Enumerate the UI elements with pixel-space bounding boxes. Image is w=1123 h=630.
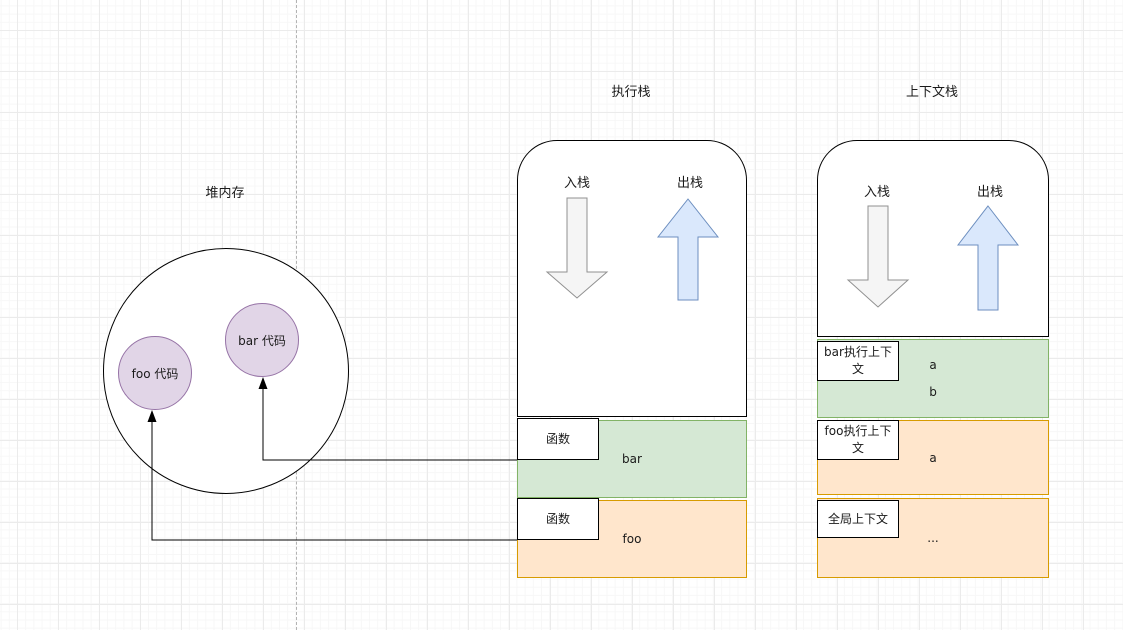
ctx-frame-global-tag[interactable]: 全局上下文	[817, 500, 899, 538]
ctx-push-label: 入栈	[863, 185, 891, 200]
ctx-frame-foo-var-a: a	[929, 450, 937, 465]
exec-frame-foo-value: foo	[622, 532, 642, 546]
ctx-pop-arrow-icon	[956, 205, 1020, 311]
ctx-frame-global-value: ...	[927, 531, 939, 545]
ctx-push-arrow-icon	[846, 205, 910, 308]
ctx-frame-bar-tag-label: bar执行上下文	[824, 345, 892, 376]
bar-code-node[interactable]: bar 代码	[225, 303, 299, 377]
ctx-pop-label: 出栈	[976, 185, 1004, 200]
ctx-frame-foo-tag-label: foo执行上下文	[824, 424, 892, 455]
exec-push-label: 入栈	[563, 176, 591, 191]
exec-frame-bar-value: bar	[622, 452, 642, 466]
exec-frame-bar-tag-label: 函数	[545, 431, 570, 446]
execution-stack-title: 执行栈	[611, 85, 651, 100]
exec-frame-foo-tag[interactable]: 函数	[517, 498, 599, 540]
context-stack-title: 上下文栈	[905, 85, 959, 100]
foo-code-label: foo 代码	[131, 366, 179, 381]
exec-pop-label: 出栈	[676, 176, 704, 191]
ctx-frame-bar-var-b: b	[929, 385, 937, 399]
ctx-frame-bar-tag[interactable]: bar执行上下文	[817, 341, 899, 381]
exec-frame-foo-tag-label: 函数	[545, 511, 570, 526]
ctx-frame-global-tag-label: 全局上下文	[827, 511, 888, 526]
heap-title: 堆内存	[205, 186, 245, 201]
exec-pop-arrow-icon	[656, 198, 720, 301]
ctx-frame-foo-tag[interactable]: foo执行上下文	[817, 420, 899, 460]
exec-push-arrow-icon	[545, 197, 609, 299]
connector-bar-frame-to-heap	[258, 377, 517, 461]
connector-foo-frame-to-heap	[147, 410, 517, 541]
foo-code-node[interactable]: foo 代码	[118, 336, 192, 410]
ctx-frame-bar-var-a: a	[929, 358, 937, 372]
bar-code-label: bar 代码	[238, 333, 286, 348]
exec-frame-bar-tag[interactable]: 函数	[517, 418, 599, 460]
